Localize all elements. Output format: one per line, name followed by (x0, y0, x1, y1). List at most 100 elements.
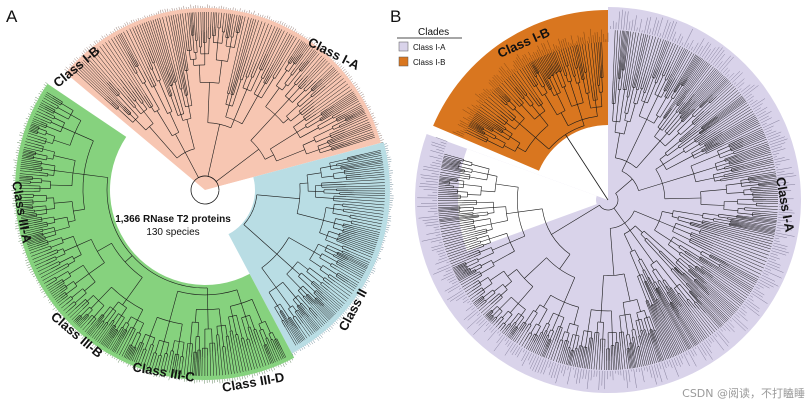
tree-tip-branch (86, 56, 110, 83)
tree-branch (444, 185, 454, 187)
tip-label-tick (333, 59, 335, 62)
tip-label-tick (478, 99, 484, 104)
tree-tip-branch (660, 293, 692, 349)
tree-tip-branch (719, 100, 747, 121)
tip-label-tick (17, 232, 21, 234)
tree-arc (73, 281, 78, 287)
tip-label-tick (743, 303, 760, 317)
tree-branch (629, 343, 631, 351)
tip-label-tick (370, 271, 374, 274)
tree-tip-branch (270, 354, 274, 363)
tree-tip-branch (452, 265, 458, 269)
tip-label-tick (593, 370, 595, 378)
tree-tip-branch (133, 354, 138, 362)
tip-label-tick (302, 34, 304, 37)
tree-tip-branch (472, 301, 476, 304)
tree-branch (556, 60, 561, 72)
tree-tip-branch (335, 281, 353, 294)
tree-tip-branch (77, 319, 84, 326)
tree-branch (500, 289, 508, 296)
tree-tip-branch (129, 354, 132, 361)
tree-branch (668, 244, 681, 254)
tree-branch (151, 106, 155, 113)
tip-label-tick (735, 313, 740, 318)
tree-branch (531, 104, 540, 116)
tree-branch (259, 330, 266, 346)
tree-branch (560, 340, 564, 348)
tree-branch (300, 101, 315, 114)
tree-branch (585, 347, 588, 355)
tree-branch (695, 177, 715, 183)
tip-label-tick (271, 368, 273, 372)
tree-branch (545, 69, 550, 79)
tree-branch (98, 286, 112, 301)
tree-branch (575, 325, 579, 336)
tip-label-tick (135, 366, 136, 369)
tree-tip-branch (703, 274, 743, 305)
tree-branch (191, 343, 193, 358)
tree-branch (709, 255, 729, 266)
tree-tip-branch (681, 275, 728, 322)
tree-tip-branch (720, 111, 754, 132)
tree-branch (50, 252, 59, 256)
tree-tip-branch (478, 108, 494, 120)
tip-label-tick (594, 32, 596, 43)
tree-branch (643, 318, 650, 334)
tip-label-tick (47, 297, 49, 299)
tree-tip-branch (678, 311, 700, 344)
tree-arc (664, 131, 670, 136)
tree-tip-branch (708, 225, 773, 242)
tree-tip-branch (457, 273, 468, 280)
tree-arc (55, 256, 57, 260)
tree-branch (294, 74, 302, 84)
tree-branch (327, 138, 334, 142)
tree-branch (569, 349, 572, 358)
tree-arc (82, 265, 96, 283)
tree-branch (336, 263, 344, 268)
tree-tip-branch (495, 324, 499, 328)
tree-tip-branch (443, 155, 456, 160)
tree-branch (321, 106, 335, 115)
tree-tip-branch (143, 350, 150, 366)
tree-branch (679, 254, 696, 268)
tree-tip-branch (323, 304, 335, 316)
tip-label-tick (386, 224, 391, 226)
tree-branch (143, 111, 154, 124)
tree-tip-branch (294, 46, 311, 69)
tree-branch (493, 124, 504, 131)
tree-branch (478, 214, 489, 217)
tree-branch (154, 353, 157, 361)
tree-branch (122, 330, 128, 339)
tree-tip-branch (119, 33, 132, 55)
tip-label-tick (701, 342, 713, 360)
tip-label-tick (47, 299, 50, 301)
tree-tip-branch (761, 216, 778, 220)
tree-branch (643, 230, 678, 261)
tree-branch (251, 299, 263, 323)
tree-tip-branch (209, 352, 212, 376)
tip-label-tick (567, 366, 572, 385)
tree-branch (130, 54, 138, 67)
tree-tip-branch (656, 344, 663, 362)
tree-tip-branch (598, 42, 601, 67)
tree-arc (599, 193, 619, 211)
tree-branch (192, 35, 195, 53)
tree-branch (143, 95, 152, 108)
tree-tip-branch (439, 217, 470, 223)
tip-label-tick (759, 279, 774, 288)
tree-branch (86, 295, 94, 302)
tree-tip-branch (189, 12, 191, 25)
tip-label-tick (105, 352, 107, 355)
tree-branch (741, 181, 750, 184)
tree-branch (25, 211, 35, 214)
tree-branch (566, 347, 569, 356)
tip-label-tick (421, 177, 439, 180)
tree-branch (642, 270, 658, 300)
tree-branch (623, 331, 626, 348)
tree-tip-branch (677, 305, 703, 342)
tree-tip-branch (344, 125, 372, 137)
tree-branch (33, 218, 42, 221)
tree-tip-branch (668, 44, 676, 61)
tree-branch (635, 225, 643, 233)
